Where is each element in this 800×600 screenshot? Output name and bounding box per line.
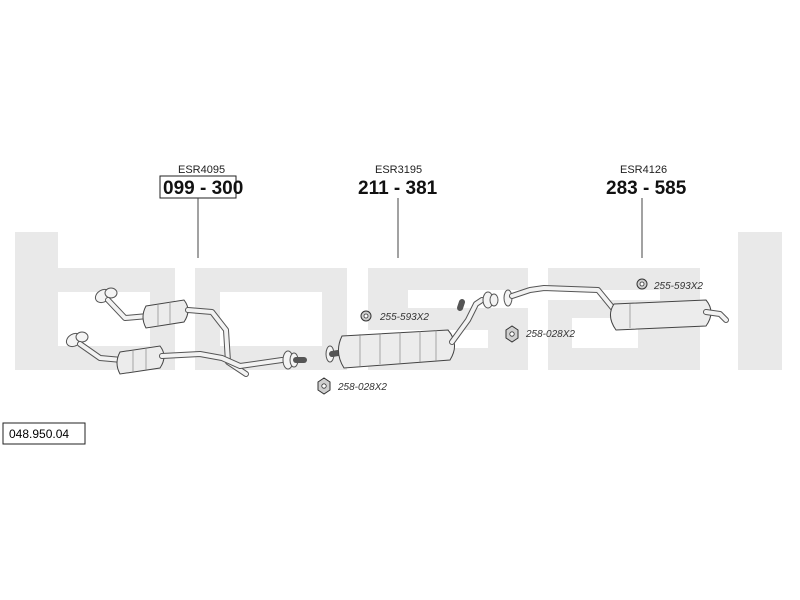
centre-silencer (325, 291, 499, 369)
accessory-3: 255-593X2 (636, 278, 703, 292)
accessory-1-label: 255-593X2 (379, 312, 429, 323)
accessory-2: 258-028X2 (317, 377, 387, 395)
part-2-label-group: ESR3195 211 - 381 (358, 164, 438, 258)
hex-nut-icon (505, 325, 519, 343)
part-2-code: ESR3195 (375, 164, 422, 176)
part-1-code: ESR4095 (178, 164, 225, 176)
front-pipe-catalyst-assembly (65, 287, 307, 377)
reference-number-box: 048.950.04 (2, 422, 86, 445)
accessory-4-label: 258-028X2 (525, 329, 575, 340)
accessory-3-label: 255-593X2 (653, 281, 703, 292)
hex-nut-icon (317, 377, 331, 395)
part-3-label-group: ESR4126 283 - 585 (606, 164, 687, 258)
rubber-hanger-icon (360, 310, 372, 322)
accessory-1: 255-593X2 (360, 310, 429, 323)
part-3-number: 283 - 585 (606, 178, 687, 199)
part-1-number: 099 - 300 (163, 178, 243, 199)
rubber-hanger-icon (636, 278, 648, 290)
part-1-label-group: ESR4095 099 - 300 (159, 164, 243, 258)
rear-silencer (503, 285, 729, 331)
part-2-number: 211 - 381 (358, 178, 438, 199)
accessory-2-label: 258-028X2 (337, 382, 387, 393)
part-3-code: ESR4126 (620, 164, 667, 176)
reference-number: 048.950.04 (9, 427, 69, 441)
accessory-4: 258-028X2 (505, 325, 575, 343)
